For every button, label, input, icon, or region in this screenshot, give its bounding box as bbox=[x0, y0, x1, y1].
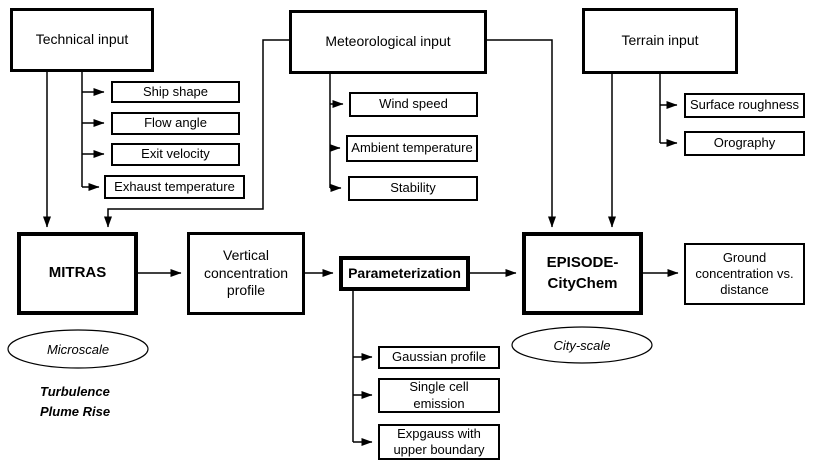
plume-rise-label: Plume Rise bbox=[40, 403, 111, 419]
cityscale-label: City-scale bbox=[553, 337, 611, 353]
node-ambient-temperature: Ambient temperature bbox=[346, 135, 478, 162]
node-expgauss-upper-boundary: Expgauss with upper boundary bbox=[378, 424, 500, 460]
node-meteorological-input: Meteorological input bbox=[289, 10, 487, 74]
node-terrain-input: Terrain input bbox=[582, 8, 738, 74]
node-parameterization: Parameterization bbox=[339, 256, 470, 291]
node-surface-roughness: Surface roughness bbox=[684, 93, 805, 118]
microscale-ellipse bbox=[7, 329, 149, 369]
node-orography: Orography bbox=[684, 131, 805, 156]
node-single-cell-emission: Single cell emission bbox=[378, 378, 500, 413]
node-episode-citychem: EPISODE-CityChem bbox=[522, 232, 643, 315]
connector-met-to-episode bbox=[487, 39, 556, 228]
node-stability: Stability bbox=[348, 176, 478, 201]
node-gaussian-profile: Gaussian profile bbox=[378, 346, 500, 369]
node-exhaust-temperature: Exhaust temperature bbox=[104, 175, 245, 199]
node-mitras: MITRAS bbox=[17, 232, 138, 315]
node-ship-shape: Ship shape bbox=[111, 81, 240, 103]
turbulence-label: Turbulence bbox=[40, 383, 110, 399]
node-technical-input: Technical input bbox=[10, 8, 154, 72]
node-vertical-concentration-profile: Vertical concentration profile bbox=[187, 232, 305, 315]
cityscale-ellipse bbox=[511, 326, 653, 364]
node-wind-speed: Wind speed bbox=[349, 92, 478, 117]
node-exit-velocity: Exit velocity bbox=[111, 143, 240, 166]
node-flow-angle: Flow angle bbox=[111, 112, 240, 135]
connector-met-to-mitras bbox=[104, 39, 289, 228]
microscale-label: Microscale bbox=[46, 341, 110, 357]
node-ground-concentration: Ground concentration vs. distance bbox=[684, 243, 805, 305]
